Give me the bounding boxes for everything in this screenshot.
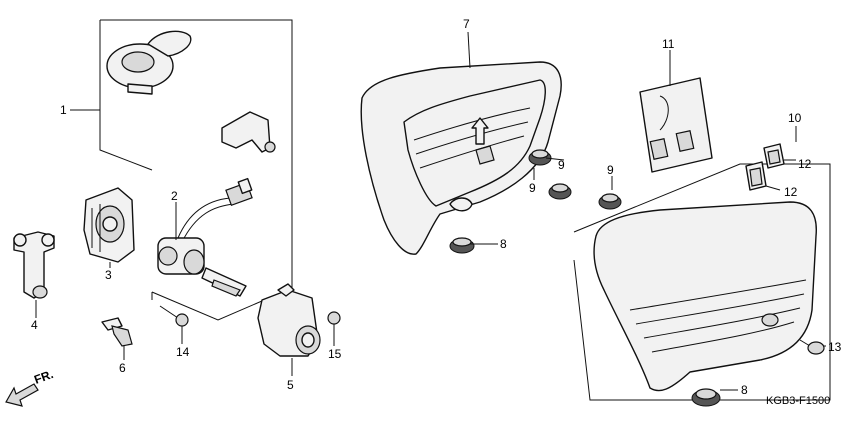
left-side-cover (360, 61, 562, 255)
callout-12-a: 12 (798, 157, 812, 171)
callout-13: 13 (828, 340, 842, 354)
ignition-switch (157, 177, 253, 297)
front-direction-indicator: FR. (5, 367, 55, 407)
callout-14: 14 (176, 345, 190, 359)
grommet-9-a (528, 149, 552, 166)
callout-9-a: 9 (529, 181, 536, 195)
callout-10: 10 (788, 111, 802, 125)
callout-9-b: 9 (558, 158, 565, 172)
callout-2: 2 (171, 189, 178, 203)
emblem-12-b (745, 161, 767, 191)
callout-7: 7 (463, 17, 470, 31)
bolt-13 (799, 339, 825, 355)
decal-sheet (639, 77, 713, 173)
grommet-8-a (449, 237, 475, 254)
callout-1: 1 (60, 103, 67, 117)
callout-3: 3 (105, 268, 112, 282)
lock-cylinder (257, 283, 321, 357)
right-side-cover (593, 201, 817, 392)
grommet-8-b (691, 388, 721, 407)
grommet-9-b (548, 183, 572, 200)
leader-lines (35, 31, 826, 391)
front-direction-label: FR. (32, 367, 55, 387)
screw-14 (159, 305, 189, 327)
right-cover-frame (573, 163, 831, 401)
callout-11: 11 (662, 37, 675, 51)
callout-8-a: 8 (500, 237, 507, 251)
lock-body (83, 187, 135, 263)
front-arrow-icon (5, 383, 39, 407)
fuel-cap-lock (106, 30, 192, 95)
diagram-code: KGB3-F1500 (766, 395, 830, 407)
lock-bracket (13, 231, 55, 299)
emblem-12-a (763, 143, 785, 169)
callout-4: 4 (31, 318, 38, 332)
callout-5: 5 (287, 378, 294, 392)
callout-15: 15 (328, 347, 342, 361)
lock-cover (221, 111, 276, 153)
callout-9-c: 9 (607, 163, 614, 177)
key (101, 317, 133, 347)
callout-6: 6 (119, 361, 126, 375)
callout-12-b: 12 (784, 185, 798, 199)
callouts: 1 2 3 4 5 6 7 8 8 9 9 9 10 11 12 12 13 1… (31, 17, 842, 397)
screw-15 (327, 311, 341, 334)
grommet-9-c (598, 193, 622, 210)
callout-8-b: 8 (741, 383, 748, 397)
